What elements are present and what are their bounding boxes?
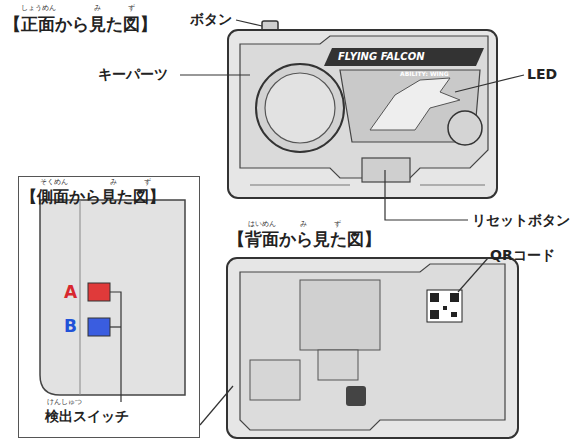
qr-pattern: [450, 293, 459, 302]
part-name: LED: [527, 67, 557, 81]
qr-pattern: [430, 310, 439, 319]
furigana: ず: [144, 179, 151, 186]
leader-line: [236, 20, 262, 26]
leader-line: [385, 170, 468, 220]
furigana: しょうめん: [21, 5, 56, 12]
leader-line: [458, 258, 488, 292]
switch-letter: B: [64, 318, 77, 335]
back-recess: [318, 350, 358, 380]
switch-b: [88, 318, 110, 336]
back-square: [346, 386, 366, 406]
part-name: 検出スイッチ: [45, 409, 129, 423]
furigana: そくめん: [40, 179, 68, 186]
furigana: はいめん: [248, 221, 276, 228]
name-band: [324, 48, 484, 66]
furigana: み: [94, 5, 101, 12]
furigana: ず: [128, 5, 135, 12]
leader-line: [455, 75, 524, 92]
switch-a: [88, 283, 110, 301]
side-ridge: [80, 200, 81, 395]
back-recess: [300, 280, 380, 350]
view-leader: [200, 386, 233, 425]
furigana: ず: [334, 221, 341, 228]
part-name: リセットボタン: [472, 213, 570, 227]
part-name: ボタン: [190, 12, 232, 26]
qr-pattern: [451, 312, 457, 317]
view-heading: 【正面から見た図】: [4, 16, 157, 33]
key-print: FLYING FALCON: [338, 52, 425, 62]
furigana: けんしゅつ: [47, 399, 82, 406]
key-circle-outer: [256, 64, 344, 152]
side-circle: [448, 111, 482, 145]
view-heading: 【側面から見た図】: [21, 187, 165, 208]
leader-line: [110, 326, 121, 327]
key-print: ABILITY: WING: [400, 71, 449, 77]
reset-button: [362, 158, 410, 182]
inset-box: 【側面から見た図】: [18, 176, 200, 438]
part-name: キーパーツ: [98, 67, 168, 81]
ridge-line: [420, 185, 485, 186]
key-circle-inner: [265, 73, 335, 143]
qr-pattern: [443, 306, 447, 310]
ridge-line: [250, 185, 350, 186]
leader-line: [180, 74, 250, 75]
qr-code: [427, 290, 462, 322]
key-part-panel: [240, 36, 488, 178]
key-back-body: [227, 258, 518, 438]
view-heading: 【背面から見た図】: [228, 231, 381, 248]
falcon-emblem: [370, 78, 460, 130]
furigana: み: [300, 221, 307, 228]
part-name: QRコード: [490, 248, 555, 262]
furigana: み: [110, 179, 117, 186]
back-recess: [250, 360, 300, 400]
leader-line: [110, 292, 121, 402]
switch-letter: A: [64, 284, 77, 301]
qr-pattern: [430, 293, 439, 302]
key-side-body: [40, 200, 185, 395]
key-front-body: [228, 30, 497, 198]
back-panel: [240, 264, 505, 430]
